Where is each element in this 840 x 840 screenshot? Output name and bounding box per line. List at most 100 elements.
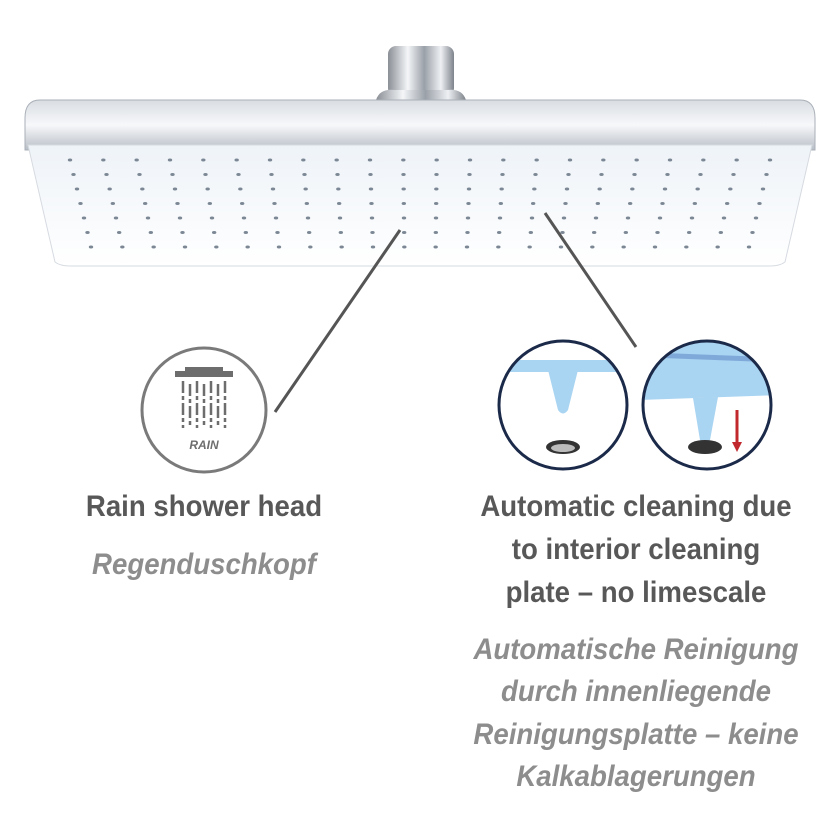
nozzle [721, 216, 727, 220]
nozzle [367, 158, 373, 162]
nozzle [753, 216, 759, 220]
nozzle [335, 173, 340, 176]
nozzle [205, 187, 210, 191]
nozzle [107, 187, 112, 191]
nozzle [142, 202, 148, 205]
nozzle [724, 202, 730, 205]
cleaning-subtitle-line: durch innenliegende [501, 675, 771, 708]
nozzle [746, 245, 752, 249]
cleaning-subtitle-line: Kalkablagerungen [516, 760, 756, 793]
nozzle [270, 187, 276, 191]
nozzle [529, 216, 535, 220]
nozzle [201, 158, 206, 162]
nozzle [402, 245, 407, 249]
nozzle [634, 158, 639, 162]
nozzle [182, 245, 188, 249]
nozzle [497, 216, 503, 220]
nozzle [695, 187, 700, 191]
nozzle [339, 245, 344, 249]
cleaning-title-line: plate – no limescale [505, 576, 767, 609]
nozzle [301, 158, 306, 162]
nozzle [368, 187, 374, 191]
nozzle [104, 173, 109, 176]
nozzle [591, 231, 597, 234]
cleaning-subtitle-line: Automatische Reinigung [473, 633, 799, 666]
nozzle [434, 158, 439, 162]
nozzle [401, 187, 406, 191]
nozzle [110, 202, 116, 205]
nozzle [532, 187, 537, 191]
nozzle [113, 216, 119, 220]
nozzle [595, 202, 601, 205]
nozzle [401, 216, 407, 220]
nozzle [243, 231, 249, 234]
nozzle [207, 202, 213, 205]
nozzle [239, 202, 245, 205]
nozzle [567, 158, 573, 162]
nozzle [433, 216, 439, 220]
nozzle [134, 158, 139, 162]
nozzle [241, 216, 247, 220]
nozzle [496, 231, 502, 234]
nozzle [303, 187, 308, 191]
nozzle [467, 158, 473, 162]
nozzle [698, 173, 703, 176]
nozzle [175, 202, 180, 205]
nozzle [684, 245, 689, 249]
nozzle [625, 216, 631, 220]
nozzle [238, 187, 243, 191]
nozzle [760, 187, 766, 191]
nozzle [534, 158, 539, 162]
nozzle [593, 216, 599, 220]
nozzle [88, 245, 94, 249]
nozzle [665, 173, 670, 176]
nozzle [560, 231, 565, 234]
nozzle [464, 245, 470, 249]
nozzle [757, 202, 762, 205]
nozzle [401, 231, 407, 234]
nozzle [214, 245, 219, 249]
nozzle [275, 231, 280, 234]
nozzle [528, 231, 534, 234]
nozzle [466, 187, 472, 191]
nozzle [71, 173, 76, 176]
nozzle [101, 158, 106, 162]
nozzle [467, 173, 472, 176]
nozzle [302, 173, 307, 176]
nozzle [715, 245, 720, 249]
nozzle [236, 173, 241, 176]
nozzle [632, 173, 637, 176]
nozzle [148, 231, 154, 234]
nozzle [501, 158, 506, 162]
nozzle [209, 216, 215, 220]
nozzle [336, 202, 342, 205]
nozzle [167, 158, 173, 162]
nozzle [564, 187, 570, 191]
nozzle [245, 245, 250, 249]
nozzle [177, 216, 183, 220]
nozzle [120, 245, 125, 249]
nozzle [701, 158, 706, 162]
nozzle [137, 173, 142, 176]
nozzle [85, 231, 90, 234]
nozzle [597, 187, 602, 191]
nozzle [369, 216, 375, 220]
rain-icon [140, 346, 268, 474]
nozzle [566, 173, 571, 176]
nozzle [203, 173, 208, 176]
nozzle [728, 187, 733, 191]
cleaning-subtitle-line: Reinigungsplatte – keine [473, 718, 799, 751]
nozzle [369, 202, 374, 205]
nozzle [308, 245, 313, 249]
nozzle [433, 245, 438, 249]
nozzle [433, 202, 439, 205]
nozzle [74, 187, 80, 191]
nozzle [370, 231, 375, 234]
nozzle [370, 245, 376, 249]
nozzle [434, 187, 439, 191]
nozzle [590, 245, 595, 249]
cleaning-detail-after [641, 339, 773, 471]
nozzle [368, 173, 373, 176]
nozzle [731, 173, 736, 176]
